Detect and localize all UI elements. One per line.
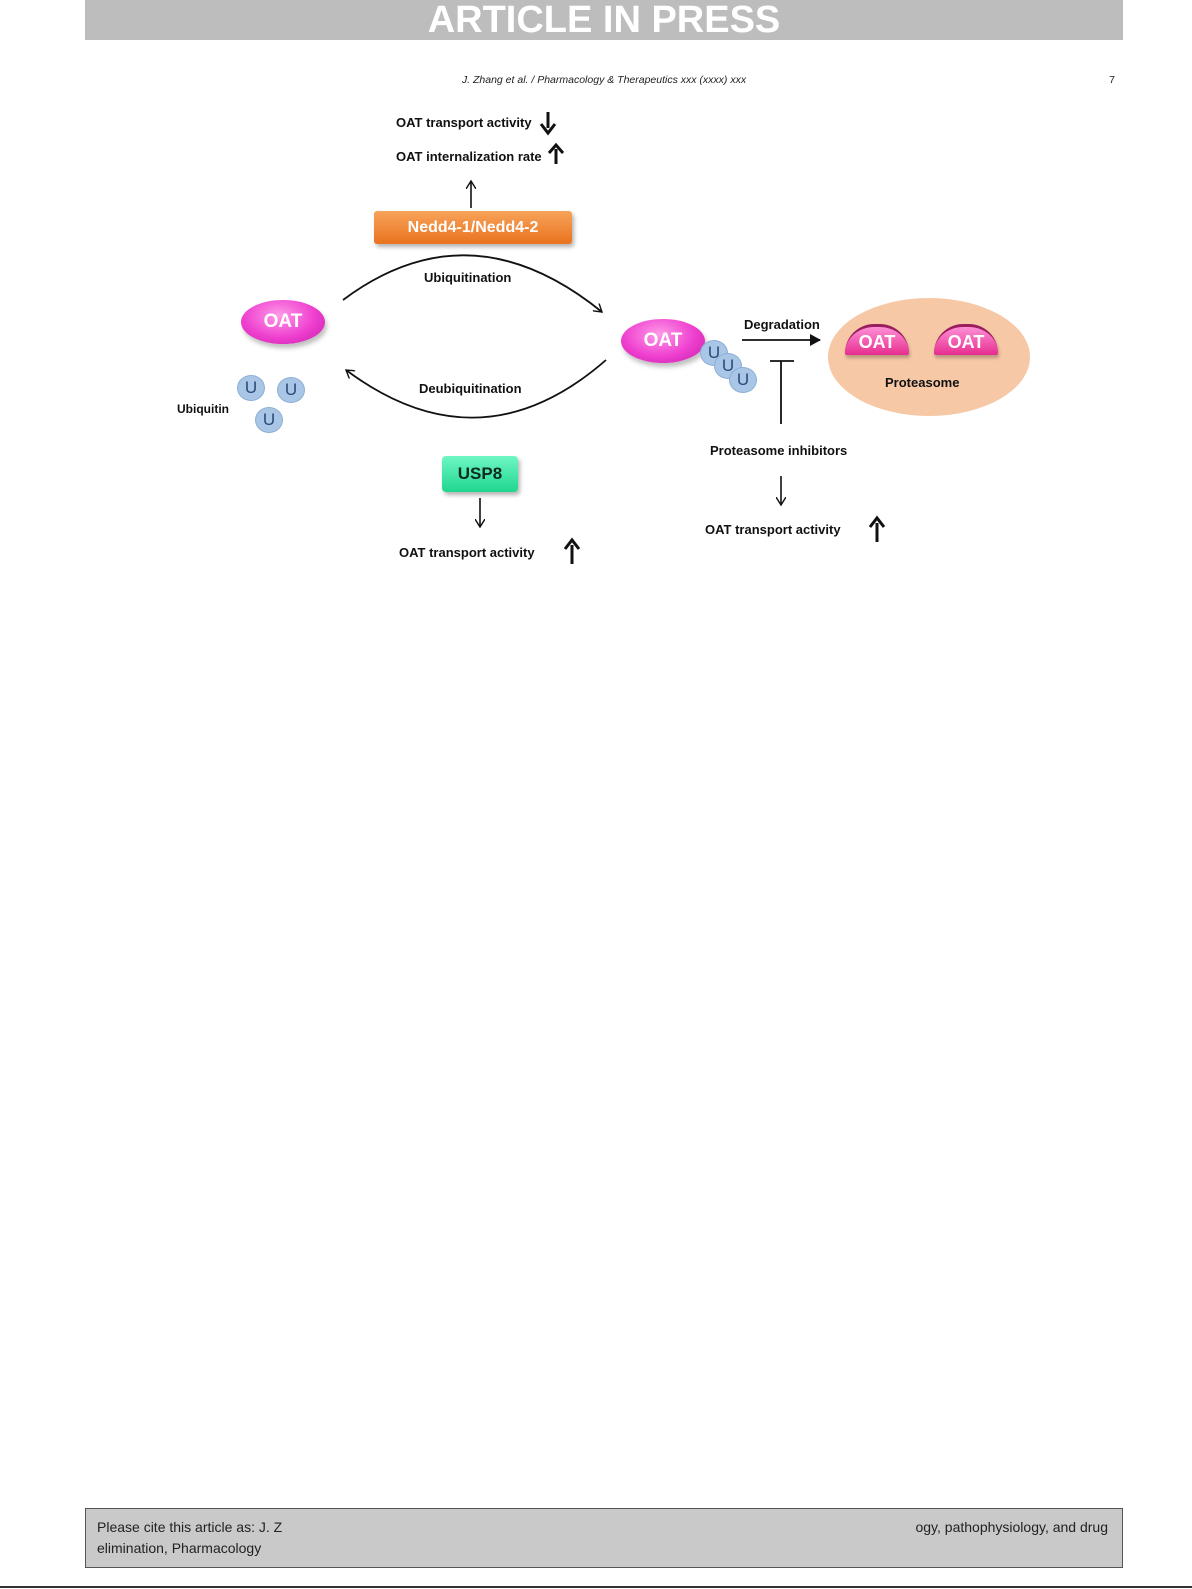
oat-free: OAT <box>241 300 325 344</box>
figure-arrows <box>342 112 886 564</box>
degradation-label: Degradation <box>744 317 820 332</box>
up-arrow-icon <box>547 142 565 164</box>
ubiquitin-label: Ubiquitin <box>177 402 229 416</box>
ubiquitination-arc <box>342 254 602 312</box>
ubiquitination-label: Ubiquitination <box>424 270 512 285</box>
ubiquitin-icon: U <box>237 375 265 401</box>
figure-oat-ubiquitination: OAT transport activity OAT internalizati… <box>0 0 1192 620</box>
journal-citation: J. Zhang et al. / Pharmacology & Therape… <box>461 74 747 86</box>
bottom-right-effect: OAT transport activity <box>705 522 841 537</box>
citation-line2: elimination, Pharmacology <box>97 1540 262 1556</box>
running-head: J. Zhang et al. / Pharmacology & Therape… <box>85 74 1123 90</box>
inhibition-bar <box>770 360 794 424</box>
up-arrow-icon <box>563 537 581 564</box>
citation-line1-left: Please cite this article as: J. Z <box>97 1519 283 1535</box>
bottom-left-effect: OAT transport activity <box>399 545 535 560</box>
article-in-press-banner: ARTICLE IN PRESS <box>85 0 1123 40</box>
bottom-rule <box>0 1586 1192 1588</box>
down-arrow-icon <box>539 112 557 136</box>
citation-line1-right: ogy, pathophysiology, and drug <box>915 1519 1108 1535</box>
oat-ubiquitinated: OAT <box>621 319 705 363</box>
deubiquitination-arc <box>346 359 607 419</box>
citation-box: Please cite this article as: J. Z ogy, p… <box>85 1508 1123 1568</box>
top-effect-transport: OAT transport activity <box>396 115 532 130</box>
ubiquitin-icon: U <box>277 377 305 403</box>
ubiquitin-icon: U <box>729 367 757 393</box>
proteasome-label: Proteasome <box>885 375 960 390</box>
usp8-box: USP8 <box>442 456 518 492</box>
ubiquitin-icon: U <box>255 407 283 433</box>
page-number: 7 <box>1109 74 1115 86</box>
up-arrow-icon <box>868 515 886 542</box>
deubiquitination-label: Deubiquitination <box>419 381 522 396</box>
proteasome-oat-left: OAT <box>845 324 909 355</box>
nedd4-box: Nedd4-1/Nedd4-2 <box>374 211 572 244</box>
proteasome <box>828 298 1030 416</box>
proteasome-inhibitors-label: Proteasome inhibitors <box>710 443 848 458</box>
top-effect-internalization: OAT internalization rate <box>396 149 542 164</box>
